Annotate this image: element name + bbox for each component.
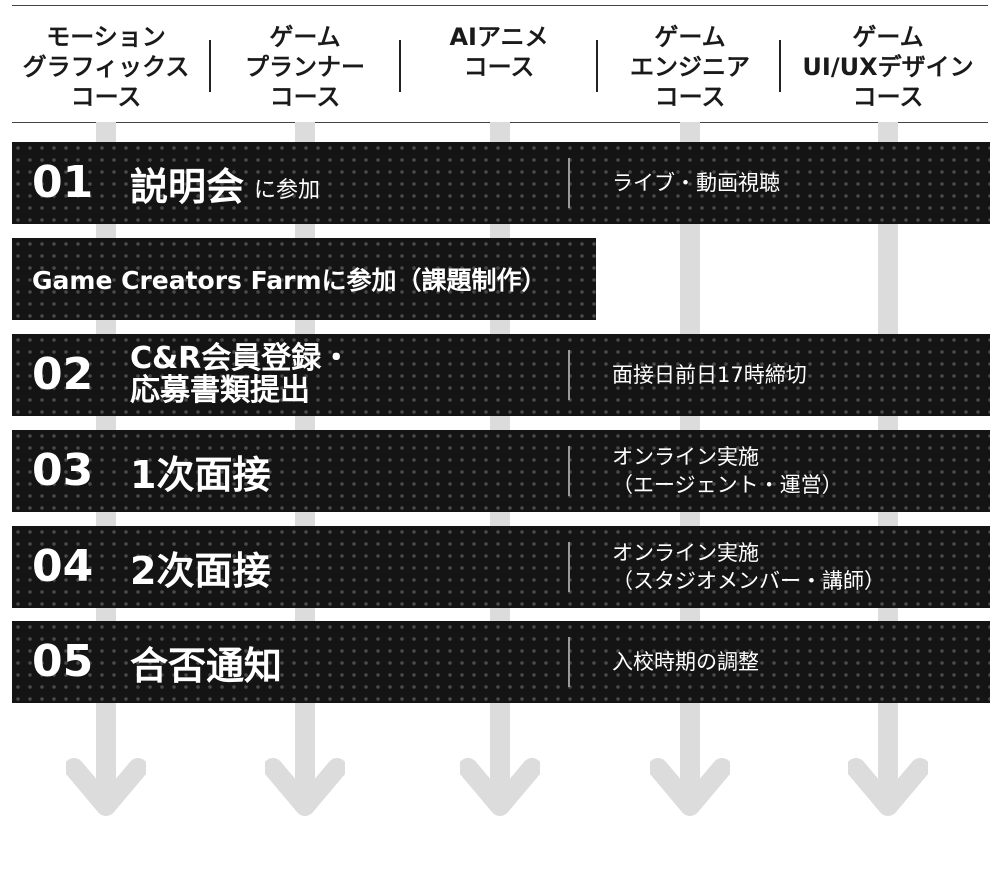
step-number: 04 <box>32 541 94 592</box>
step-description: オンライン実施 （エージェント・運営） <box>612 445 843 497</box>
step-number: 05 <box>32 636 94 687</box>
step-01-bar: 01 説明会 に参加 ライブ・動画視聴 <box>12 142 990 224</box>
step-title: 2次面接 <box>130 526 270 608</box>
step-title-text: 1次面接 <box>130 452 271 497</box>
step-title: 説明会 に参加 <box>130 142 320 224</box>
top-rule <box>12 5 988 6</box>
step-number: 02 <box>32 349 94 400</box>
step-02-bar: 02 C&R会員登録・ 応募書類提出 面接日前日17時締切 <box>12 334 990 416</box>
course-header-game-uiux: ゲーム UI/UXデザイン コース <box>802 23 974 111</box>
step-title-text: 合否通知 <box>130 643 283 688</box>
step-title-text: 2次面接 <box>130 548 271 593</box>
step-title: 1次面接 <box>130 430 270 512</box>
course-header-game-planner: ゲーム プランナー コース <box>245 23 365 111</box>
farm-bar: Game Creators Farmに参加（課題制作） <box>12 238 596 320</box>
step-description: 入校時期の調整 <box>612 650 759 674</box>
step-number: 01 <box>32 157 94 208</box>
step-divider <box>568 542 570 592</box>
course-header-game-engineer: ゲーム エンジニア コース <box>630 23 750 111</box>
step-divider <box>568 350 570 400</box>
step-05-bar: 05 合否通知 入校時期の調整 <box>12 621 990 703</box>
down-arrow-icon <box>848 758 928 816</box>
step-04-bar: 04 2次面接 オンライン実施 （スタジオメンバー・講師） <box>12 526 990 608</box>
course-divider <box>399 40 401 92</box>
farm-label: Game Creators Farmに参加（課題制作） <box>32 266 547 295</box>
step-title: 合否通知 <box>130 621 282 703</box>
step-number: 03 <box>32 445 94 496</box>
step-description: 面接日前日17時締切 <box>612 363 807 387</box>
course-header-ai-anime: AIアニメ コース <box>449 23 549 81</box>
step-divider <box>568 637 570 687</box>
course-divider <box>596 40 598 92</box>
course-divider <box>779 40 781 92</box>
down-arrow-icon <box>265 758 345 816</box>
step-title-text: 説明会 <box>130 164 245 209</box>
down-arrow-icon <box>66 758 146 816</box>
down-arrow-icon <box>650 758 730 816</box>
course-header-motion-graphics: モーション グラフィックス コース <box>22 23 190 111</box>
step-title-text: C&R会員登録・ 応募書類提出 <box>130 341 352 408</box>
step-description: ライブ・動画視聴 <box>612 171 780 195</box>
step-title: C&R会員登録・ 応募書類提出 <box>130 334 351 416</box>
course-divider <box>209 40 211 92</box>
step-divider <box>568 446 570 496</box>
step-03-bar: 03 1次面接 オンライン実施 （エージェント・運営） <box>12 430 990 512</box>
down-arrow-icon <box>460 758 540 816</box>
step-title-suffix: に参加 <box>254 178 321 203</box>
step-divider <box>568 158 570 208</box>
step-description: オンライン実施 （スタジオメンバー・講師） <box>612 541 885 593</box>
